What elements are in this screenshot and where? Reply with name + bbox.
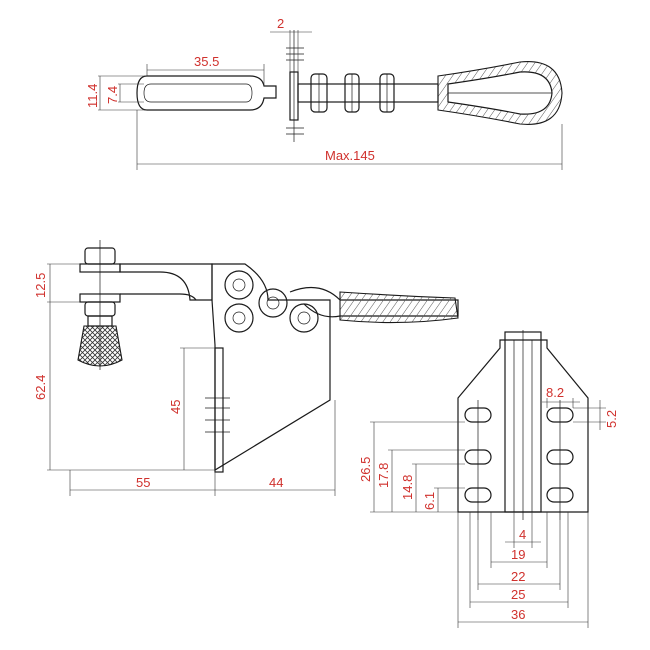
dim-slot-span: 22	[511, 569, 525, 584]
dim-inner-span: 19	[511, 547, 525, 562]
dim-pin-width: 2	[277, 16, 284, 31]
dim-spindle-height: 12.5	[33, 273, 48, 298]
dim-row-bottom: 6.1	[422, 492, 437, 510]
dim-slot-height: 5.2	[604, 410, 619, 428]
dim-overall-width: 36	[511, 607, 525, 622]
dim-outer-span: 25	[511, 587, 525, 602]
dim-row-top: 26.5	[358, 457, 373, 482]
dim-arm-reach: 55	[136, 475, 150, 490]
dim-slot-length: 35.5	[194, 54, 219, 69]
dim-slot-width: 8.2	[546, 385, 564, 400]
top-view	[98, 30, 563, 170]
dim-slot-height: 7.4	[105, 86, 120, 104]
dim-max-length: Max.145	[325, 148, 375, 163]
dim-row-gap: 14.8	[400, 475, 415, 500]
dim-bracket-height: 45	[168, 400, 183, 414]
dim-row-middle: 17.8	[376, 463, 391, 488]
dim-handle-height: 11.4	[85, 84, 100, 108]
dim-web-gap: 4	[519, 527, 526, 542]
side-view	[47, 240, 459, 496]
dim-base-length: 44	[269, 475, 283, 490]
base-view	[370, 330, 606, 628]
dim-overall-height: 62.4	[33, 375, 48, 400]
